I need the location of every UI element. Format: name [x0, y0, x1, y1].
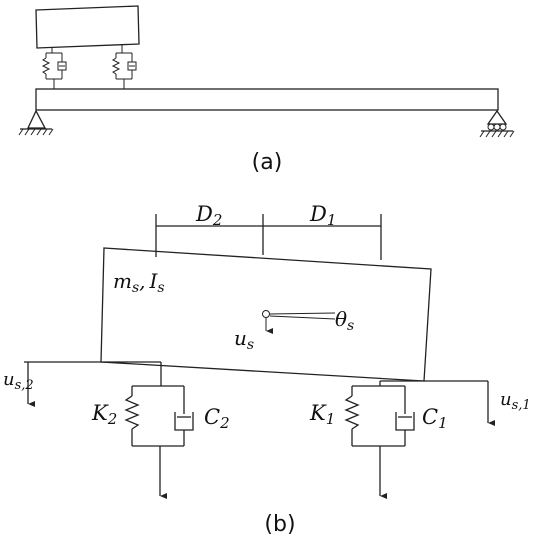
center-of-mass — [262, 310, 270, 318]
label-theta: θs — [335, 307, 354, 334]
vehicle-body — [100, 247, 432, 382]
panel-a: (a) — [18, 5, 515, 175]
us2-arrow — [24, 361, 161, 407]
bridge-beam — [35, 88, 499, 111]
suspension-right — [344, 381, 415, 499]
label-us1: us,1 — [500, 389, 531, 413]
label-us2: us,2 — [3, 369, 34, 393]
caption-b: (b) — [264, 512, 295, 537]
label-D1: D1 — [309, 202, 336, 229]
spring-K1 — [344, 395, 360, 430]
label-C2: C2 — [204, 405, 230, 432]
caption-a: (a) — [252, 150, 283, 175]
label-D2: D2 — [195, 202, 222, 229]
damper-C2-cylinder — [174, 412, 194, 431]
vehicle-body-small — [35, 5, 140, 49]
label-C1: C1 — [422, 405, 448, 432]
roller-support — [479, 109, 515, 138]
suspension-left-small — [41, 48, 67, 89]
spring-K2 — [124, 395, 140, 430]
label-us: us — [234, 326, 254, 353]
us1-arrow — [380, 380, 495, 426]
suspension-left — [124, 362, 194, 499]
pinned-support — [18, 109, 54, 136]
rotation-indicator — [262, 310, 336, 334]
suspension-right-small — [111, 45, 137, 89]
label-mass-inertia: ms,Is — [113, 269, 165, 296]
label-K1: K1 — [309, 401, 335, 428]
dimension-lines — [155, 214, 382, 260]
panel-b: D2 D1 ms,Is θs us us,2 us,1 — [3, 202, 531, 537]
label-K2: K2 — [91, 401, 117, 428]
damper-C1-cylinder — [395, 412, 415, 431]
